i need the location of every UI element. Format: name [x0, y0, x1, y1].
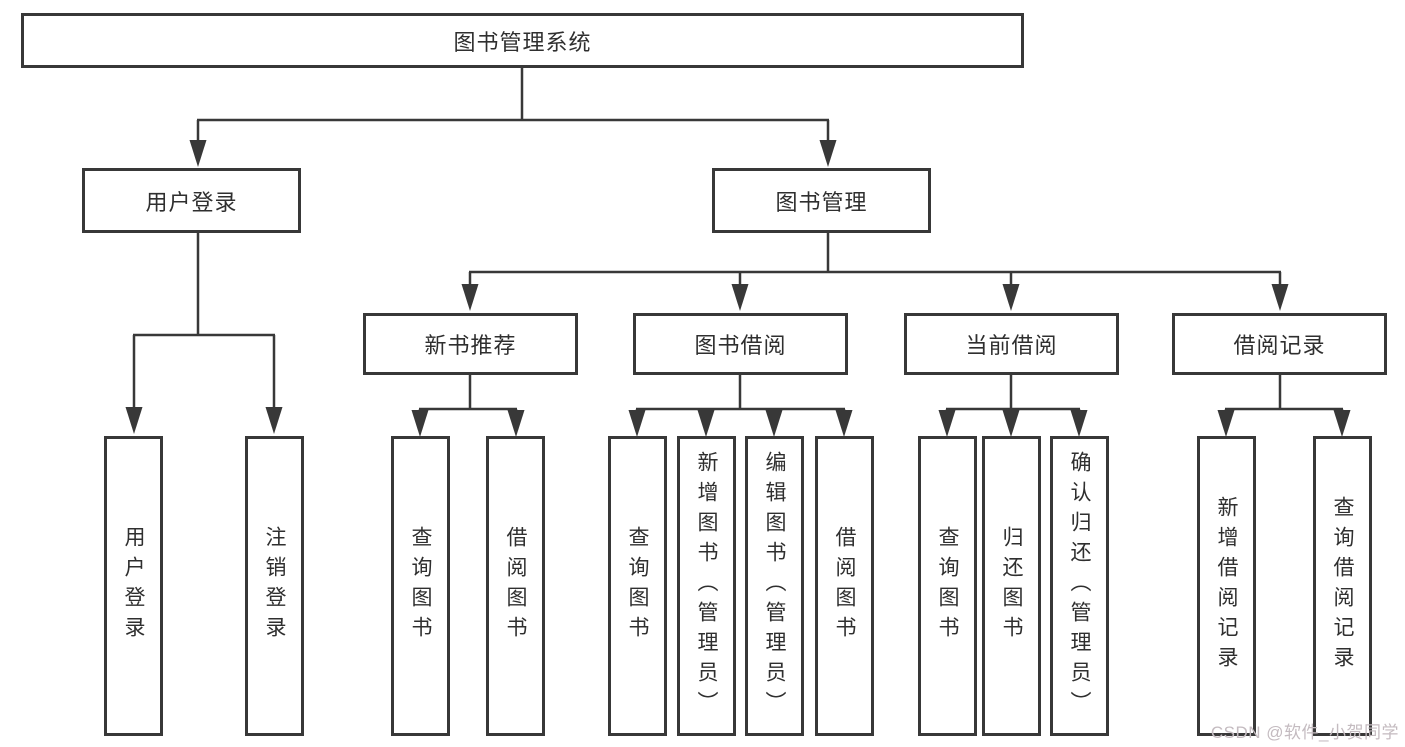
leaf-label: 借阅图书 — [504, 526, 528, 646]
node-label: 新书推荐 — [424, 333, 517, 358]
leaf-current-query-books: 查询图书 — [918, 436, 977, 736]
leaf-current-return-books: 归还图书 — [982, 436, 1041, 736]
node-book-management: 图书管理 — [712, 168, 931, 233]
connector-paths — [132, 68, 1344, 414]
leaf-user-login: 用户登录 — [104, 436, 163, 736]
node-label: 用户登录 — [145, 189, 238, 215]
leaf-label: 借阅图书 — [833, 526, 857, 646]
leaf-label: 查询借阅记录 — [1331, 496, 1355, 676]
node-book-borrowing: 图书借阅 — [633, 313, 848, 375]
leaf-logout: 注销登录 — [245, 436, 304, 736]
leaf-label: 查询图书 — [936, 526, 960, 646]
leaf-label: 用户登录 — [122, 526, 146, 646]
node-label: 借阅记录 — [1233, 333, 1326, 358]
leaf-label: 注销登录 — [263, 526, 287, 646]
csdn-watermark: CSDN @软件_小贺同学 — [1210, 723, 1399, 742]
leaf-label: 查询图书 — [626, 526, 650, 646]
leaf-recommend-borrow-books: 借阅图书 — [486, 436, 545, 736]
node-label: 图书管理系统 — [453, 29, 592, 55]
leaf-borrow-edit-books-admin: 编辑图书（管理员） — [745, 436, 804, 736]
leaf-label: 归还图书 — [1000, 526, 1024, 646]
node-borrowing-records: 借阅记录 — [1172, 313, 1387, 375]
arrowheads — [125, 140, 1351, 437]
node-label: 图书借阅 — [694, 333, 787, 358]
leaf-label: 新增借阅记录 — [1215, 496, 1239, 676]
node-label: 当前借阅 — [965, 333, 1058, 358]
node-new-book-recommendation: 新书推荐 — [363, 313, 578, 375]
leaf-records-add-record: 新增借阅记录 — [1197, 436, 1256, 736]
leaf-borrow-query-books: 查询图书 — [608, 436, 667, 736]
leaf-recommend-query-books: 查询图书 — [391, 436, 450, 736]
node-label: 图书管理 — [775, 189, 868, 215]
leaf-label: 查询图书 — [409, 526, 433, 646]
node-user-login: 用户登录 — [82, 168, 301, 233]
leaf-label: 确认归还（管理员） — [1068, 451, 1092, 721]
leaf-current-confirm-return-admin: 确认归还（管理员） — [1050, 436, 1109, 736]
node-current-borrowing: 当前借阅 — [904, 313, 1119, 375]
leaf-label: 编辑图书（管理员） — [763, 451, 787, 721]
leaf-borrow-add-books-admin: 新增图书（管理员） — [677, 436, 736, 736]
leaf-borrow-borrow-books: 借阅图书 — [815, 436, 874, 736]
node-library-management-system: 图书管理系统 — [21, 13, 1024, 68]
leaf-records-query-record: 查询借阅记录 — [1313, 436, 1372, 736]
leaf-label: 新增图书（管理员） — [695, 451, 719, 721]
